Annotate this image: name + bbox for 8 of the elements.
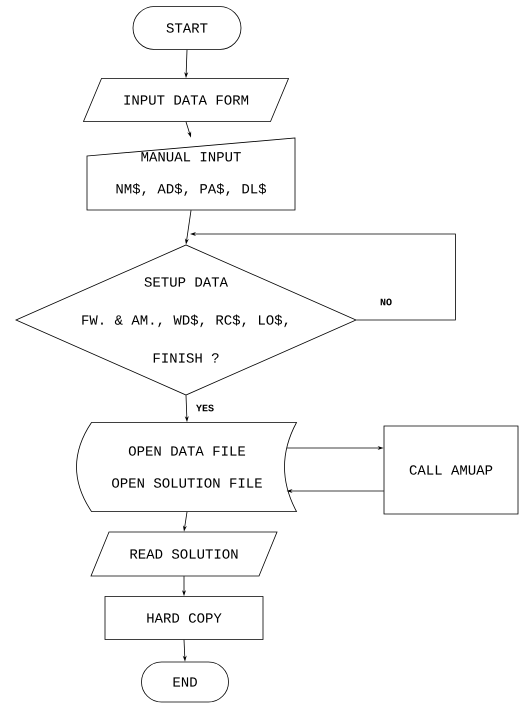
edge-label: YES bbox=[195, 404, 215, 412]
stored-data-box: OPEN DATA FILE OPEN SOLUTION FILE bbox=[76, 422, 297, 512]
end-terminal: END bbox=[141, 662, 229, 702]
process-box: HARD COPY bbox=[104, 596, 264, 640]
start-terminal: START bbox=[132, 6, 242, 50]
process-box: CALL AMUAP bbox=[384, 426, 518, 514]
edge-label: NO bbox=[379, 298, 393, 306]
manual-input-box: MANUAL INPUT NM$, AD$, PA$, DL$ bbox=[86, 138, 296, 210]
